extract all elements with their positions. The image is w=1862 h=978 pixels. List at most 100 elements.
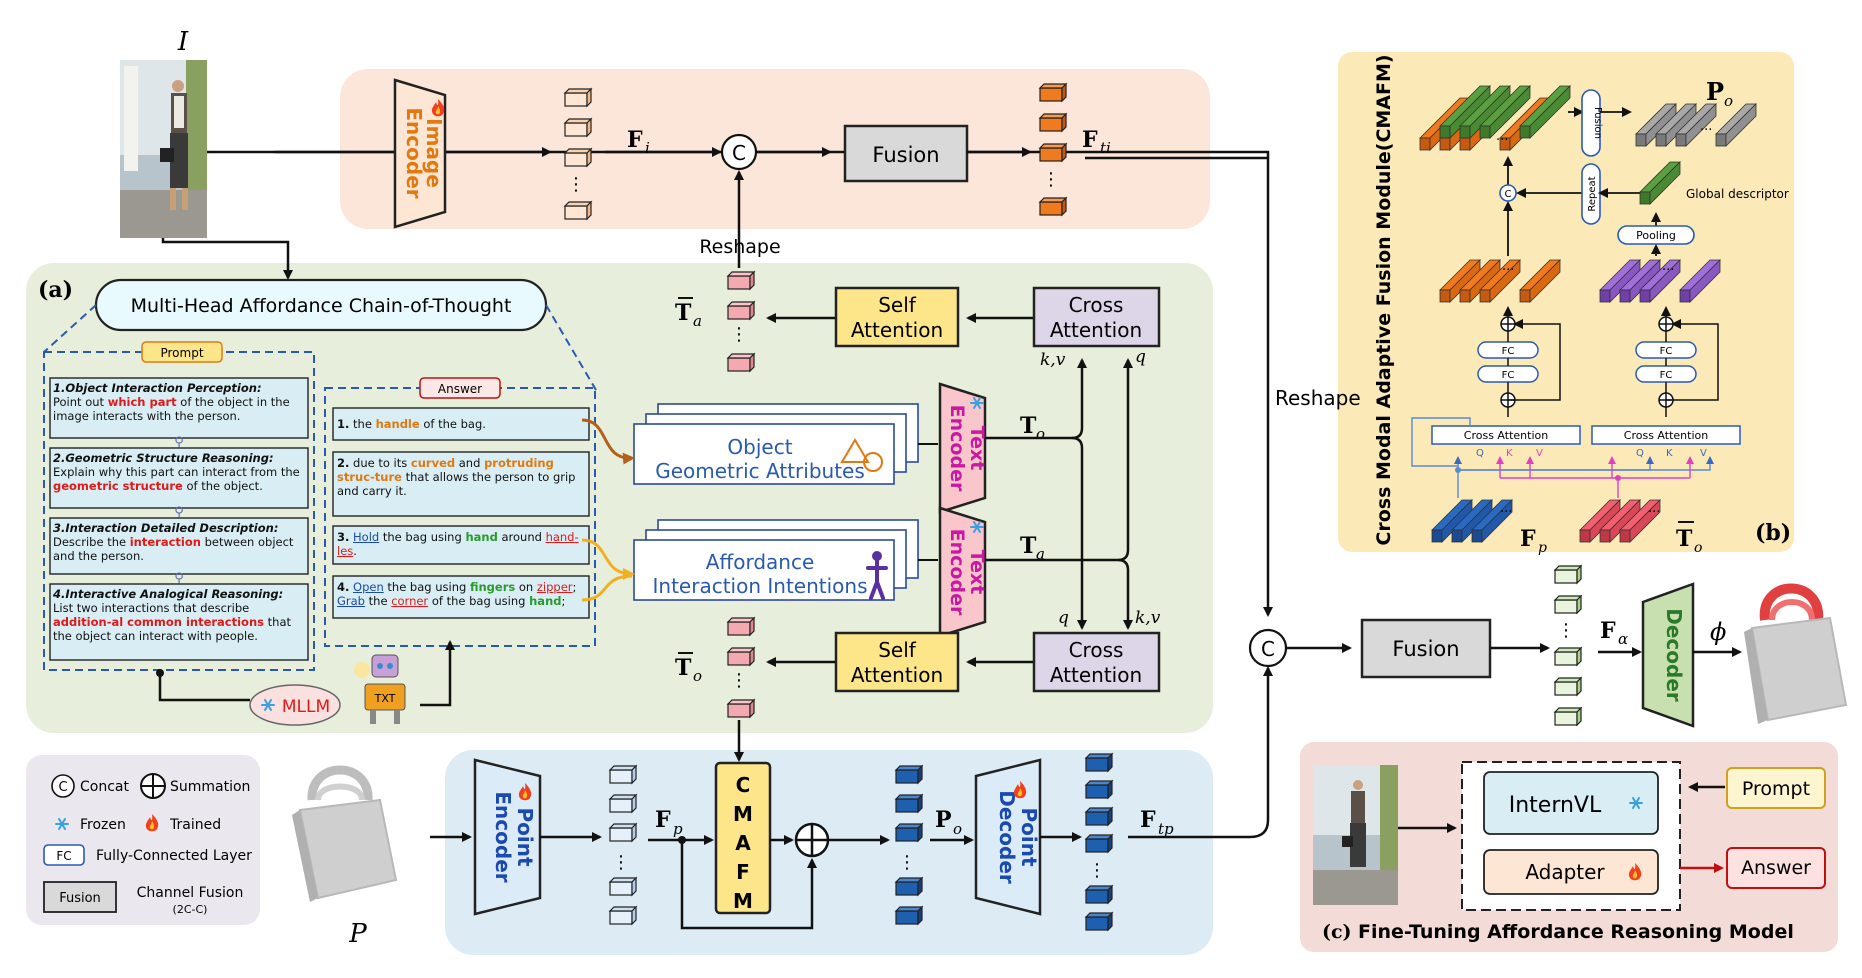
point-encoder: Point Encoder [473, 758, 542, 916]
svg-text:⋮: ⋮ [1557, 620, 1575, 641]
svg-text:Repeat: Repeat [1587, 176, 1598, 211]
svg-text:FC: FC [1660, 370, 1673, 381]
svg-text:Prompt: Prompt [160, 346, 203, 360]
svg-text:Attention: Attention [851, 663, 943, 687]
object-attributes-stack: Object Geometric Attributes [633, 403, 919, 485]
svg-text:T: T [675, 655, 692, 681]
fa-features: ⋮ [1554, 565, 1582, 726]
svg-text:⚲: ⚲ [174, 435, 184, 450]
prompt-3: 3.Interaction Detailed Description:Descr… [53, 521, 294, 563]
cmafm-fp-input: ... [1431, 499, 1512, 543]
svg-text:Reshape: Reshape [699, 236, 780, 258]
input-person-image [120, 60, 207, 238]
svg-text:i: i [645, 139, 650, 157]
point-decoder: Point Decoder [974, 758, 1042, 916]
svg-text:Point: Point [513, 807, 537, 866]
svg-text:o: o [1694, 540, 1702, 556]
svg-text:Multi-Head Affordance Chain-of: Multi-Head Affordance Chain-of-Thought [131, 295, 512, 317]
svg-text:q: q [1135, 347, 1146, 367]
svg-text:Prompt: Prompt [1742, 778, 1810, 800]
svg-text:Answer: Answer [438, 382, 482, 396]
svg-text:Decoder: Decoder [995, 790, 1019, 884]
svg-text:Encoder: Encoder [491, 791, 515, 882]
cmafm-mid-orange: ... [1439, 259, 1561, 303]
svg-text:⋮: ⋮ [1042, 169, 1060, 190]
svg-text:Self: Self [878, 293, 917, 317]
svg-text:F: F [1520, 526, 1536, 552]
svg-text:k,v: k,v [1135, 608, 1161, 628]
svg-text:T: T [1020, 413, 1037, 439]
image-branch-panel [340, 69, 1210, 229]
cmafm-po-output: ... [1635, 103, 1757, 147]
svg-text:⚲: ⚲ [174, 505, 184, 520]
svg-text:FC: FC [56, 849, 71, 863]
svg-text:Q: Q [1476, 448, 1484, 459]
svg-text:a: a [693, 312, 702, 330]
svg-text:Summation: Summation [170, 779, 250, 795]
self-attention-top [834, 286, 960, 348]
svg-text:K: K [1666, 448, 1673, 459]
svg-text:⋮: ⋮ [1088, 860, 1106, 881]
robot-icon: TXT [354, 654, 406, 724]
svg-text:Text: Text [966, 426, 988, 471]
svg-text:o: o [1724, 92, 1733, 110]
svg-text:A: A [735, 831, 751, 855]
fusion-block-top [843, 124, 969, 183]
svg-text:Object: Object [727, 435, 792, 459]
fp-features: ⋮ [609, 765, 637, 925]
svg-text:Cross: Cross [1069, 638, 1124, 662]
svg-text:k,v: k,v [1040, 350, 1066, 370]
svg-text:Encoder: Encoder [946, 405, 968, 492]
svg-text:o: o [1036, 425, 1045, 443]
svg-text:Attention: Attention [1050, 318, 1142, 342]
svg-text:Global descriptor: Global descriptor [1686, 187, 1789, 201]
svg-text:InternVL: InternVL [1509, 793, 1602, 818]
svg-text:Reshape: Reshape [1275, 386, 1361, 410]
svg-text:FC: FC [1502, 346, 1515, 357]
svg-text:(c): (c) [1322, 921, 1352, 943]
answer-2: 2. due to its curved and protruding stru… [337, 456, 576, 498]
svg-text:MLLM: MLLM [282, 697, 330, 717]
fti-features: ⋮ [1039, 83, 1067, 216]
svg-text:C: C [1505, 189, 1512, 200]
answer-1: 1. the handle of the bag. [337, 417, 486, 431]
svg-text:Fusion: Fusion [1592, 107, 1603, 139]
image-encoder: Image Encoder [393, 78, 447, 229]
svg-text:Point: Point [1017, 807, 1041, 866]
svg-text:ϕ: ϕ [1710, 618, 1726, 646]
answer-3: 3. Hold the bag using hand around hand-l… [337, 530, 579, 558]
svg-text:C: C [1261, 637, 1275, 661]
prompt-1: 1.Object Interaction Perception:Point ou… [53, 381, 290, 423]
svg-text:Encoder: Encoder [402, 107, 426, 198]
svg-text:M: M [733, 802, 753, 826]
svg-text:Attention: Attention [1050, 663, 1142, 687]
output-affordance-pointcloud [1744, 583, 1848, 724]
svg-text:Attention: Attention [851, 318, 943, 342]
svg-text:...: ... [1500, 501, 1512, 516]
svg-text:...: ... [1502, 259, 1514, 274]
svg-text:⋮: ⋮ [730, 324, 748, 345]
svg-text:Fine-Tuning Affordance Reasoni: Fine-Tuning Affordance Reasoning Model [1358, 921, 1794, 943]
svg-text:tp: tp [1158, 820, 1174, 838]
svg-text:F: F [1600, 618, 1616, 644]
cross-attention-bottom [1032, 631, 1161, 693]
svg-text:P: P [348, 919, 367, 949]
text-encoder-affordance: Text Encoder [938, 506, 988, 638]
mllm-node [249, 684, 341, 726]
prompt-box [1726, 767, 1826, 809]
svg-text:(a): (a) [38, 277, 73, 303]
svg-text:T: T [1020, 533, 1037, 559]
svg-text:a: a [1036, 545, 1045, 563]
svg-text:...: ... [1700, 119, 1712, 134]
svg-text:F: F [1140, 807, 1156, 833]
finetune-person-image [1313, 765, 1398, 905]
svg-text:⋮: ⋮ [730, 670, 748, 691]
svg-text:T: T [1676, 526, 1693, 552]
svg-text:Fusion: Fusion [1392, 637, 1459, 661]
po-features: ⋮ [895, 765, 923, 925]
svg-text:Encoder: Encoder [946, 529, 968, 616]
svg-text:Q: Q [1636, 448, 1644, 459]
cmafm-to-input: ... [1579, 499, 1660, 543]
svg-text:T: T [675, 300, 692, 326]
text-branch-panel [26, 263, 1213, 733]
